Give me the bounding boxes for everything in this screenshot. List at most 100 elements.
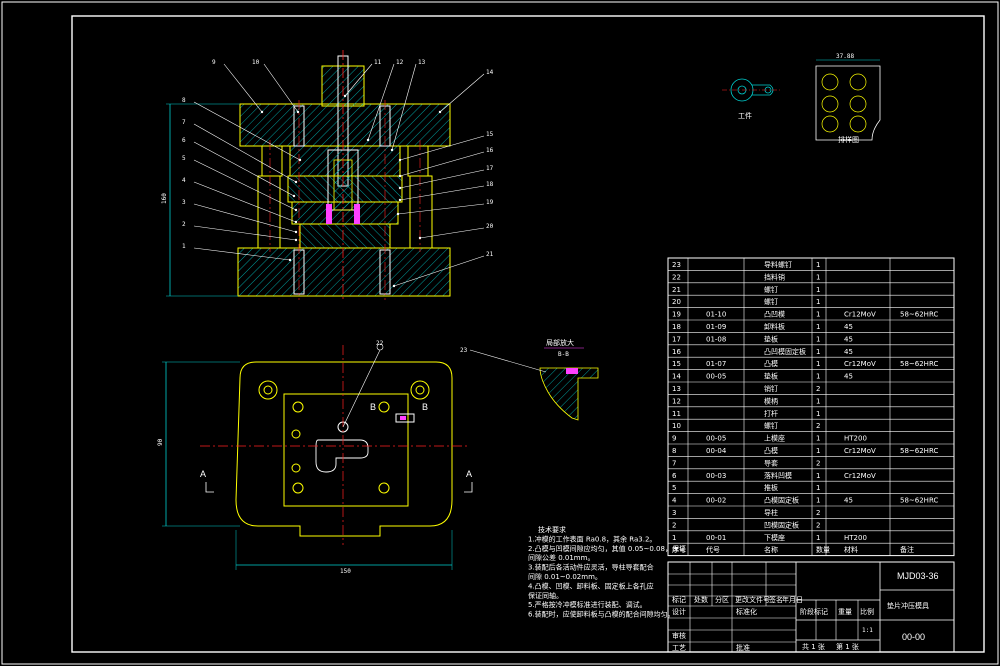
callout-dot-13 <box>390 148 394 152</box>
rev-header-5: 年月日 <box>782 595 803 604</box>
callout-23-leader <box>469 349 547 373</box>
callout-17: 17 <box>486 165 494 172</box>
callout-dot-8 <box>298 158 302 162</box>
callout-leader-13 <box>391 63 417 151</box>
bom-header-qty: 数量 <box>816 545 830 554</box>
bom-cell-qty: 1 <box>816 534 820 542</box>
bom-cell-no: 8 <box>672 447 676 455</box>
die-block-outline <box>283 393 409 507</box>
bom-cell-qty: 2 <box>816 422 820 430</box>
bom-cell-name: 导柱 <box>764 508 778 517</box>
bom-cell-qty: 1 <box>816 410 820 418</box>
detail-b-title: 局部放大 <box>546 338 574 347</box>
bom-header-note: 备注 <box>900 545 914 554</box>
callout-leader-8 <box>193 101 301 161</box>
die-plate-lower <box>299 223 391 249</box>
bom-header-mat: 材料 <box>844 545 858 554</box>
inner-frame <box>71 15 985 653</box>
callout-dot-4 <box>294 220 298 224</box>
role-approve: 批准 <box>736 643 750 652</box>
callout-dot-16 <box>398 174 402 178</box>
strip-layout-view: 37.88 排样图 <box>815 53 881 144</box>
bom-cell-no: 16 <box>672 348 681 356</box>
callout-18: 18 <box>486 181 494 188</box>
bom-cell-mat: Cr12MoV <box>844 472 876 480</box>
bom-cell-qty: 1 <box>816 273 820 281</box>
callout-10: 10 <box>252 59 260 66</box>
bom-cell-name: 垫板 <box>764 372 778 381</box>
title-block: MJD03-36 垫片冲压模具 00-00 1:1 标记 处数 分区 更改文件号… <box>667 561 955 653</box>
screw-hole-1 <box>292 401 304 413</box>
callout-8: 8 <box>182 97 186 104</box>
rev-header-2: 分区 <box>715 595 729 604</box>
pin-hole-1 <box>291 429 301 439</box>
bom-cell-no: 22 <box>672 273 681 281</box>
tech-note-line: 6.装配时，应使卸料板与凸模的配合间隙均匀。 <box>528 610 675 619</box>
height-dim-text: 160 <box>161 193 168 204</box>
callout-9: 9 <box>212 59 216 66</box>
bom-cell-no: 10 <box>672 422 681 430</box>
callout-leader-7 <box>193 123 297 183</box>
section-mark-a-right: A <box>466 469 472 479</box>
bom-cell-mat: 45 <box>844 323 853 331</box>
drawing-number: 00-00 <box>902 632 925 642</box>
detail-b-shape <box>539 367 599 421</box>
bom-cell-name: 螺钉 <box>764 297 778 306</box>
guide-strip-fill <box>400 416 406 420</box>
bom-cell-qty: 1 <box>816 497 820 505</box>
callout-dot-1 <box>288 258 292 262</box>
bom-cell-no: 19 <box>672 311 681 319</box>
bom-cell-qty: 1 <box>816 373 820 381</box>
callout-20: 20 <box>486 223 494 230</box>
bom-cell-qty: 1 <box>816 261 820 269</box>
tech-note-line: 2.凸模与凹模间隙应均匀，其值 0.05~0.08，保证 <box>528 544 686 553</box>
bom-cell-name: 凸凹模 <box>764 310 785 319</box>
bom-cell-mat: Cr12MoV <box>844 360 876 368</box>
guide-bushing-right <box>407 145 429 177</box>
bom-cell-mat: Cr12MoV <box>844 447 876 455</box>
title-block-frame <box>667 561 955 653</box>
bom-cell-qty: 1 <box>816 335 820 343</box>
role-standard: 标准化 <box>736 607 757 616</box>
bom-cell-no: 13 <box>672 385 681 393</box>
bom-cell-no: 17 <box>672 335 681 343</box>
stage-label-1: 重量 <box>838 608 852 616</box>
callout-leader-15 <box>399 135 485 161</box>
callout-23: 23 <box>460 347 468 354</box>
top-height-dim-text: 90 <box>157 438 164 446</box>
bom-cell-code: 00-05 <box>706 373 726 381</box>
bom-cell-code: 00-04 <box>706 447 727 455</box>
callout-dot-20 <box>418 236 422 240</box>
callout-11: 11 <box>374 59 382 66</box>
callout-13: 13 <box>418 59 426 66</box>
rev-header-1: 处数 <box>694 595 708 604</box>
bom-cell-note: 58~62HRC <box>900 447 938 455</box>
tech-note-line: 间隙 0.01~0.02mm。 <box>528 572 602 581</box>
bom-cell-mat: 45 <box>844 335 853 343</box>
tech-note-line: 1.冲模的工作表面 Ra0.8，其余 Ra3.2。 <box>528 534 656 543</box>
callout-dot-19 <box>396 212 400 216</box>
role-design: 设计 <box>672 607 686 616</box>
bom-cell-name: 凸凹模固定板 <box>764 347 806 356</box>
bom-cell-name: 挡料销 <box>764 272 785 281</box>
bom-cell-name: 销钉 <box>764 384 778 393</box>
rev-header-4: 签名 <box>769 595 783 604</box>
rev-header-3: 更改文件号 <box>735 595 770 604</box>
bom-cell-code: 01-09 <box>706 323 726 331</box>
strip-hole-4 <box>849 95 867 113</box>
bom-cell-qty: 1 <box>816 298 820 306</box>
callout-dot-3 <box>294 230 298 234</box>
section-arrow-a-right <box>464 482 473 493</box>
bom-cell-code: 01-10 <box>706 311 726 319</box>
guide-strip-highlight <box>395 413 415 423</box>
bom-header-no: 序号 <box>672 545 686 554</box>
role-process: 工艺 <box>672 644 686 652</box>
top-plate-outline <box>235 361 453 537</box>
bom-cell-no: 7 <box>672 459 676 467</box>
callout-2: 2 <box>182 221 186 228</box>
top-plan-view: 150 90 A A B B 22 <box>157 340 473 575</box>
guide-hole-tl-inner <box>263 385 273 395</box>
front-section-view: 160 <box>161 50 451 300</box>
